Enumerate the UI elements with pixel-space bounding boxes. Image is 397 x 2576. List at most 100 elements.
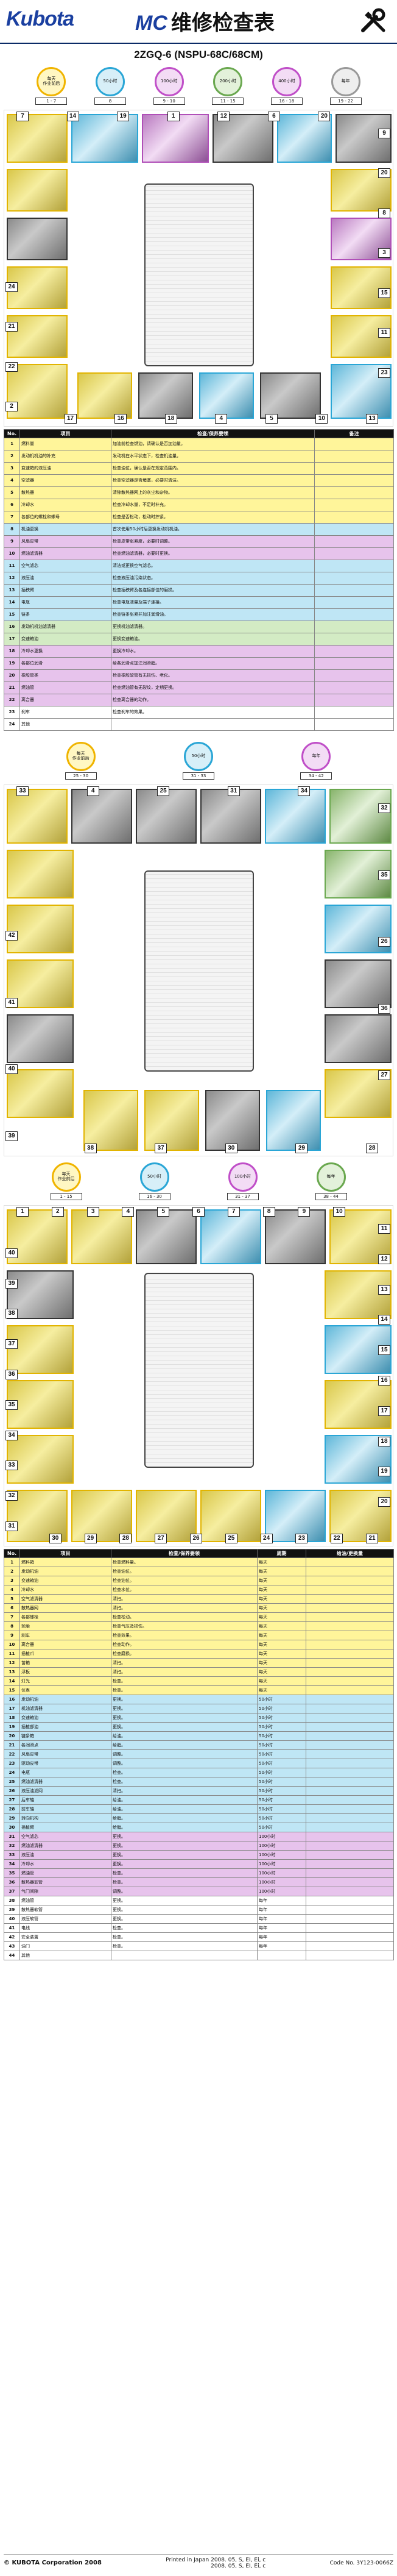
cell-p: 100小时 [257, 1868, 306, 1878]
cell-no: 21 [4, 1740, 20, 1750]
detail-photo [7, 905, 74, 953]
cell-item: 散热器 [19, 486, 111, 499]
cell-p: 50小时 [257, 1731, 306, 1741]
cell-q [306, 1932, 394, 1942]
cell-item: 燃油滤清器 [19, 1777, 111, 1787]
cell-q [306, 1658, 394, 1668]
badge-interval: 400小时 [278, 79, 295, 84]
clock-icon: 100小时 [154, 67, 184, 96]
machine-top-view [144, 870, 254, 1072]
clock-icon: 每天作业前后 [51, 1162, 81, 1192]
cell-desc: 给油。 [111, 1804, 258, 1814]
cell-p: 每天 [257, 1612, 306, 1622]
callout-number: 35 [5, 1400, 18, 1410]
cell-item: 风扇皮带 [19, 535, 111, 548]
cell-no: 44 [4, 1951, 20, 1960]
cell-p: 50小时 [257, 1795, 306, 1805]
callout-number: 26 [190, 1534, 202, 1543]
column-header: 周期 [257, 1549, 306, 1558]
cell-desc: 检查。 [111, 1868, 258, 1878]
callout-number: 9 [378, 129, 390, 138]
clock-icon: 200小时 [213, 67, 243, 96]
badge-sub: 作业前后 [43, 81, 60, 86]
callout-number: 31 [5, 1521, 18, 1531]
detail-photo [200, 1490, 261, 1542]
cell-item: 转向机构 [19, 1813, 111, 1823]
cell-no: 2 [4, 1567, 20, 1576]
footer: © KUBOTA Corporation 2008 Printed in Jap… [4, 2554, 393, 2571]
badge-sub: 作业前后 [72, 756, 90, 761]
cell-item: 发动机机油的补充 [19, 450, 111, 463]
detail-photo [265, 1209, 326, 1264]
cell-desc: 检查油位。 [111, 1576, 258, 1585]
clock-icon: 50小时 [183, 742, 213, 771]
cell-no: 40 [4, 1914, 20, 1924]
detail-photo [213, 114, 273, 163]
cell-item: 离合器 [19, 1640, 111, 1649]
cell-q [306, 1896, 394, 1905]
cell-item: 空气滤芯 [19, 560, 111, 572]
cell-note [314, 547, 394, 560]
clock-icon: 100小时 [228, 1162, 258, 1192]
cell-item: 液压油 [19, 572, 111, 585]
callout-number: 4 [86, 786, 99, 796]
cell-item: 燃料量 [19, 438, 111, 450]
cell-q [306, 1795, 394, 1805]
cell-item: 电瓶 [19, 596, 111, 609]
cell-p: 50小时 [257, 1749, 306, 1759]
cell-no: 22 [4, 694, 20, 706]
callout-number: 3 [378, 248, 390, 258]
cell-desc: 检查松动。 [111, 1612, 258, 1622]
cell-p: 每年 [257, 1905, 306, 1915]
cell-q [306, 1713, 394, 1723]
cell-q [306, 1695, 394, 1704]
cell-q [306, 1813, 394, 1823]
callout-number: 25 [157, 786, 170, 796]
callout-number: 24 [260, 1534, 273, 1543]
cell-note [314, 596, 394, 609]
badge-range: 38 - 44 [315, 1193, 347, 1200]
badge-range: 9 - 10 [153, 98, 185, 105]
detail-photo [136, 789, 197, 844]
callout-number: 38 [5, 1309, 18, 1319]
cell-p: 100小时 [257, 1887, 306, 1896]
cell-q [306, 1612, 394, 1622]
cell-p: 每天 [257, 1685, 306, 1695]
cell-no: 38 [4, 1896, 20, 1905]
cell-item: 各润滑点 [19, 1740, 111, 1750]
cell-no: 10 [4, 1640, 20, 1649]
cell-desc: 首次使用50小时后更换发动机机油。 [111, 523, 315, 536]
cell-p: 50小时 [257, 1804, 306, 1814]
callout-number: 6 [192, 1207, 205, 1217]
badge-range: 34 - 42 [300, 772, 332, 780]
cell-note [314, 657, 394, 670]
column-header: 检查/保养要领 [111, 1549, 258, 1558]
cell-q [306, 1951, 394, 1960]
cell-desc: 检查电瓶液量及端子连接。 [111, 596, 315, 609]
callout-number: 42 [5, 931, 18, 941]
brand-logo: Kubota [6, 7, 74, 30]
cell-item: 燃油管 [19, 1868, 111, 1878]
callout-number: 31 [227, 786, 240, 796]
cell-item: 安全装置 [19, 1932, 111, 1942]
cell-item: 冷却水 [19, 1585, 111, 1595]
column-header: 检查/保养要领 [111, 429, 315, 438]
cell-item: 橡胶管类 [19, 669, 111, 682]
detail-photo [200, 1209, 261, 1264]
cell-item: 变速箱油 [19, 633, 111, 646]
cell-no: 12 [4, 572, 20, 585]
callout-number: 10 [315, 414, 328, 424]
cell-no: 14 [4, 596, 20, 609]
cell-item: 链条 [19, 608, 111, 621]
detail-photo [7, 1325, 74, 1374]
cell-desc: 检查皮带张紧度，必要时调整。 [111, 535, 315, 548]
